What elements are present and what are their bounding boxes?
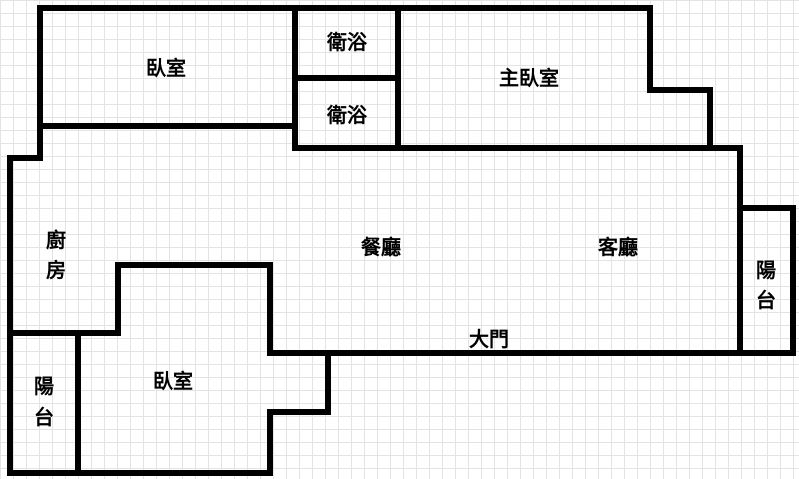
room-label-bedroom-bottom: 臥室 [153,369,193,393]
room-label-kitchen-1: 廚 [46,228,66,252]
lower-wing-wall [7,330,331,476]
room-labels: 臥室 衛浴 衛浴 主臥室 廚 房 餐廳 客廳 陽 台 大門 陽 台 臥室 [34,30,776,429]
room-label-front-door: 大門 [469,327,509,351]
outer-wall [7,5,743,356]
room-label-dining: 餐廳 [361,235,401,259]
room-label-living: 客廳 [597,235,638,259]
walls [7,5,796,476]
room-label-bedroom-top: 臥室 [146,56,186,80]
room-label-balcony-left-1: 陽 [34,374,54,398]
room-label-master-bedroom: 主臥室 [499,66,559,90]
room-label-balcony-right-1: 陽 [756,258,776,282]
balcony-right-wall [737,205,796,356]
room-label-bath-upper: 衛浴 [326,30,368,54]
room-label-balcony-right-2: 台 [756,288,776,312]
room-label-balcony-left-2: 台 [34,405,54,429]
room-label-kitchen-2: 房 [46,258,66,282]
room-label-bath-lower: 衛浴 [326,103,368,127]
bathroom-partition-wall [292,5,743,151]
